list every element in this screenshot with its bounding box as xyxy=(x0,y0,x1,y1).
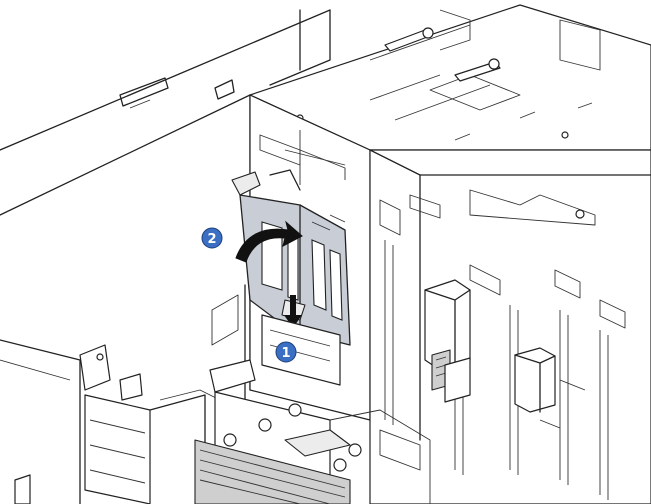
backplane-connectors xyxy=(424,279,556,413)
upper-drive-cage xyxy=(249,4,651,391)
down-arrow-icon xyxy=(284,295,302,328)
lower-left-components xyxy=(0,339,221,504)
callout-2: 2 xyxy=(201,227,223,249)
callout-1-number: 1 xyxy=(281,346,290,361)
heatsink xyxy=(194,359,431,504)
callout-2-number: 2 xyxy=(207,232,216,247)
chassis-top-edges xyxy=(0,9,331,216)
callout-1: 1 xyxy=(275,341,297,363)
rotate-arrow-icon xyxy=(235,220,303,263)
lower-drive-slot xyxy=(211,284,341,421)
